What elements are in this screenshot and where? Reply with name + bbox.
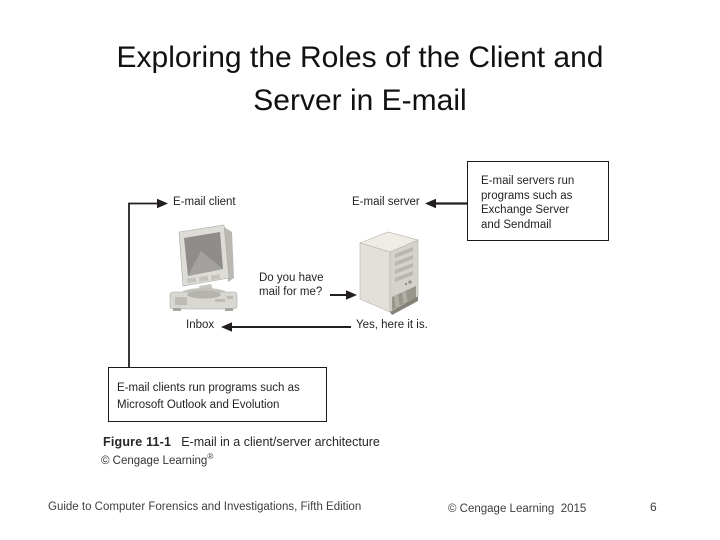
page-title: Exploring the Roles of the Client and Se… <box>116 41 604 117</box>
footer-book-title: Guide to Computer Forensics and Investig… <box>48 501 362 513</box>
figure-caption: Figure 11-1 E-mail in a client/server ar… <box>103 435 380 449</box>
server-tower-icon <box>359 231 419 315</box>
page-number: 6 <box>650 500 657 514</box>
server-answer-text: Yes, here it is. <box>356 319 428 331</box>
figure-number: Figure 11-1 <box>103 435 172 449</box>
figure-title: E-mail in a client/server architecture <box>181 435 380 449</box>
desktop-computer-icon <box>169 224 238 311</box>
figure-credit: © Cengage Learning® <box>101 452 213 467</box>
client-question-text: Do you have mail for me? <box>259 272 324 298</box>
inbox-label: Inbox <box>186 319 215 331</box>
email-server-label: E-mail server <box>352 196 420 208</box>
figure-credit-text: © Cengage Learning <box>101 454 208 467</box>
registered-mark: ® <box>207 452 214 461</box>
footer-copyright: © Cengage Learning 2015 <box>448 503 587 515</box>
client-programs-note-box: E-mail clients run programs such as Micr… <box>108 367 327 422</box>
email-client-label: E-mail client <box>173 196 236 208</box>
server-programs-note-box: E-mail servers run programs such as Exch… <box>467 161 609 241</box>
